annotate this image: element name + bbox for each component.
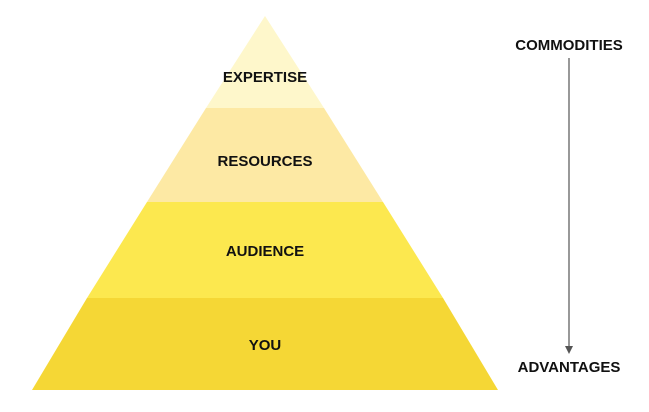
tier-label-you: YOU <box>249 337 282 354</box>
tier-you <box>32 298 498 390</box>
tier-resources <box>147 108 383 202</box>
scale: COMMODITIES ADVANTAGES <box>515 37 623 376</box>
arrow-down-icon <box>565 346 573 354</box>
scale-bottom-label: ADVANTAGES <box>518 359 621 376</box>
tier-label-audience: AUDIENCE <box>226 243 304 260</box>
pyramid: EXPERTISE RESOURCES AUDIENCE YOU <box>32 16 498 390</box>
tier-expertise <box>206 16 324 108</box>
tier-audience <box>87 202 443 298</box>
scale-top-label: COMMODITIES <box>515 37 623 54</box>
tier-label-resources: RESOURCES <box>217 153 312 170</box>
tier-label-expertise: EXPERTISE <box>223 69 307 86</box>
